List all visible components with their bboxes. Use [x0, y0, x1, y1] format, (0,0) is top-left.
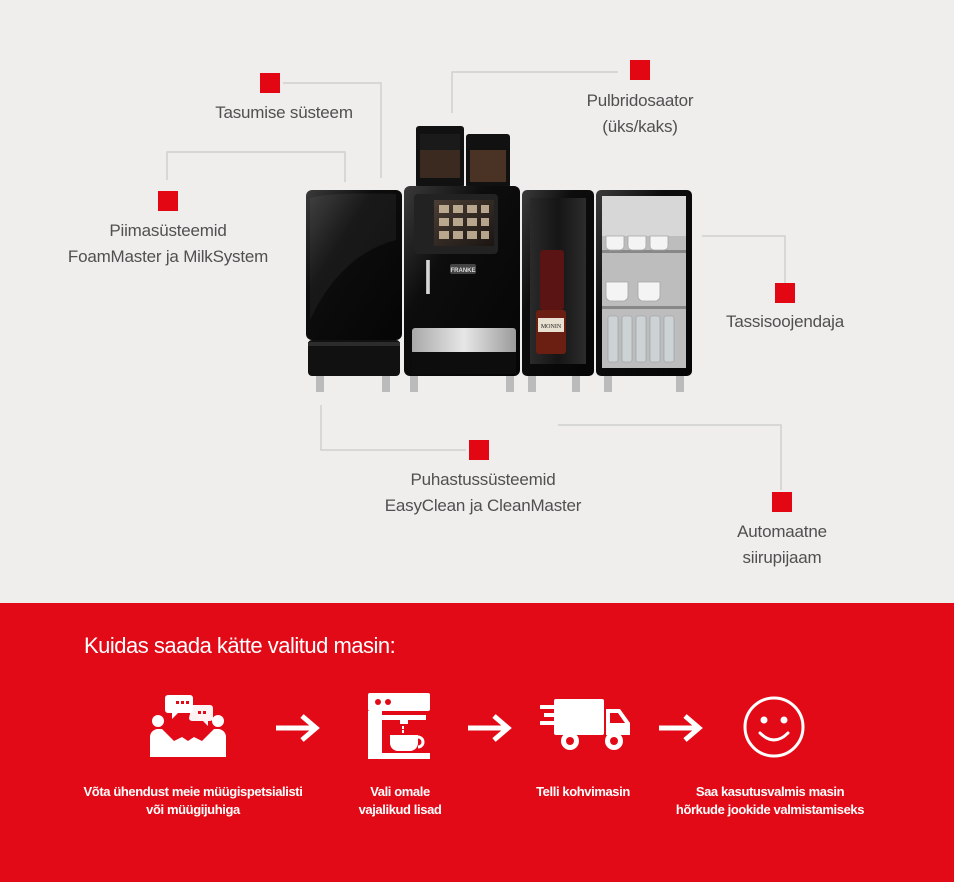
- cup-warmer-marker[interactable]: [775, 283, 795, 303]
- handshake-chat-icon: [150, 695, 226, 757]
- step-4-text: Saa kasutusvalmis masin hõrkude jookide …: [660, 783, 880, 819]
- powder-label-line-2: (üks/kaks): [602, 117, 678, 136]
- step-4-line-1: Saa kasutusvalmis masin: [695, 784, 845, 799]
- milk-label-line-2: FoamMaster ja MilkSystem: [67, 247, 269, 266]
- step-2-line-1: Vali omale: [370, 784, 430, 799]
- machine-brand-text: FRANKE: [451, 268, 476, 274]
- cleaning-marker[interactable]: [469, 440, 489, 460]
- bean-hoppers: [416, 126, 510, 188]
- payment-label-line: Tasumise süsteem: [215, 103, 353, 122]
- syrup-label-line-1: Automaatne: [737, 522, 827, 541]
- order-steps-section: Kuidas saada kätte valitud masin:: [0, 603, 954, 882]
- syrup-marker[interactable]: [772, 492, 792, 512]
- powder-marker[interactable]: [630, 60, 650, 80]
- milk-marker[interactable]: [158, 191, 178, 211]
- arrow-right-icon: [468, 714, 512, 742]
- step-2-line-2: vajalikud lisad: [358, 802, 442, 817]
- step-1-line-2: või müügijuhiga: [146, 802, 240, 817]
- step-4-line-2: hõrkude jookide valmistamiseks: [675, 802, 865, 817]
- milk-unit: [306, 190, 402, 392]
- syrup-label: Automaatne siirupijaam: [700, 519, 864, 571]
- callout-lines: [166, 71, 786, 490]
- payment-callout-line: [283, 82, 382, 178]
- powder-label-line-1: Pulbridosaator: [586, 91, 694, 110]
- cup-warmer: [596, 190, 692, 392]
- steps-title: Kuidas saada kätte valitud masin:: [84, 633, 396, 658]
- payment-marker[interactable]: [260, 73, 280, 93]
- step-1-line-1: Võta ühendust meie müügispetsialisti: [83, 784, 303, 799]
- smiley-icon: [743, 696, 805, 758]
- syrup-station: MONIN: [522, 190, 594, 392]
- cleaning-label-line-1: Puhastussüsteemid: [410, 470, 556, 489]
- cup-warmer-label-line: Tassisoojendaja: [726, 312, 844, 331]
- milk-label-line-1: Piimasüsteemid: [109, 221, 227, 240]
- step-3-line-1: Telli kohvimasin: [536, 784, 630, 799]
- step-2-text: Vali omale vajalikud lisad: [330, 783, 470, 819]
- cup-warmer-label: Tassisoojendaja: [700, 309, 870, 335]
- syrup-label-line-2: siirupijaam: [742, 548, 822, 567]
- cup-warmer-callout-line: [702, 235, 786, 284]
- milk-label: Piimasüsteemid FoamMaster ja MilkSystem: [50, 218, 286, 270]
- delivery-truck-icon: [540, 699, 630, 750]
- step-1-text: Võta ühendust meie müügispetsialisti või…: [60, 783, 326, 819]
- step-3-text: Telli kohvimasin: [500, 783, 666, 801]
- milk-callout-line: [166, 151, 346, 182]
- powder-callout-line: [451, 71, 618, 113]
- arrow-right-icon: [659, 714, 703, 742]
- cleaning-label-line-2: EasyClean ja CleanMaster: [384, 496, 582, 515]
- payment-label: Tasumise süsteem: [170, 100, 398, 126]
- arrow-right-icon: [276, 714, 320, 742]
- cleaning-callout-line: [320, 405, 466, 451]
- powder-label: Pulbridosaator (üks/kaks): [540, 88, 740, 140]
- cleaning-label: Puhastussüsteemid EasyClean ja CleanMast…: [360, 467, 606, 519]
- main-unit: FRANKE: [404, 186, 520, 392]
- coffee-machine-icon: [368, 693, 430, 759]
- machine-options-diagram: Tasumise süsteem Pulbridosaator (üks/kak…: [50, 60, 870, 571]
- bottle-label-text: MONIN: [541, 324, 562, 330]
- coffee-machine-illustration: FRANKE MONIN: [306, 126, 692, 392]
- syrup-callout-line: [558, 424, 782, 490]
